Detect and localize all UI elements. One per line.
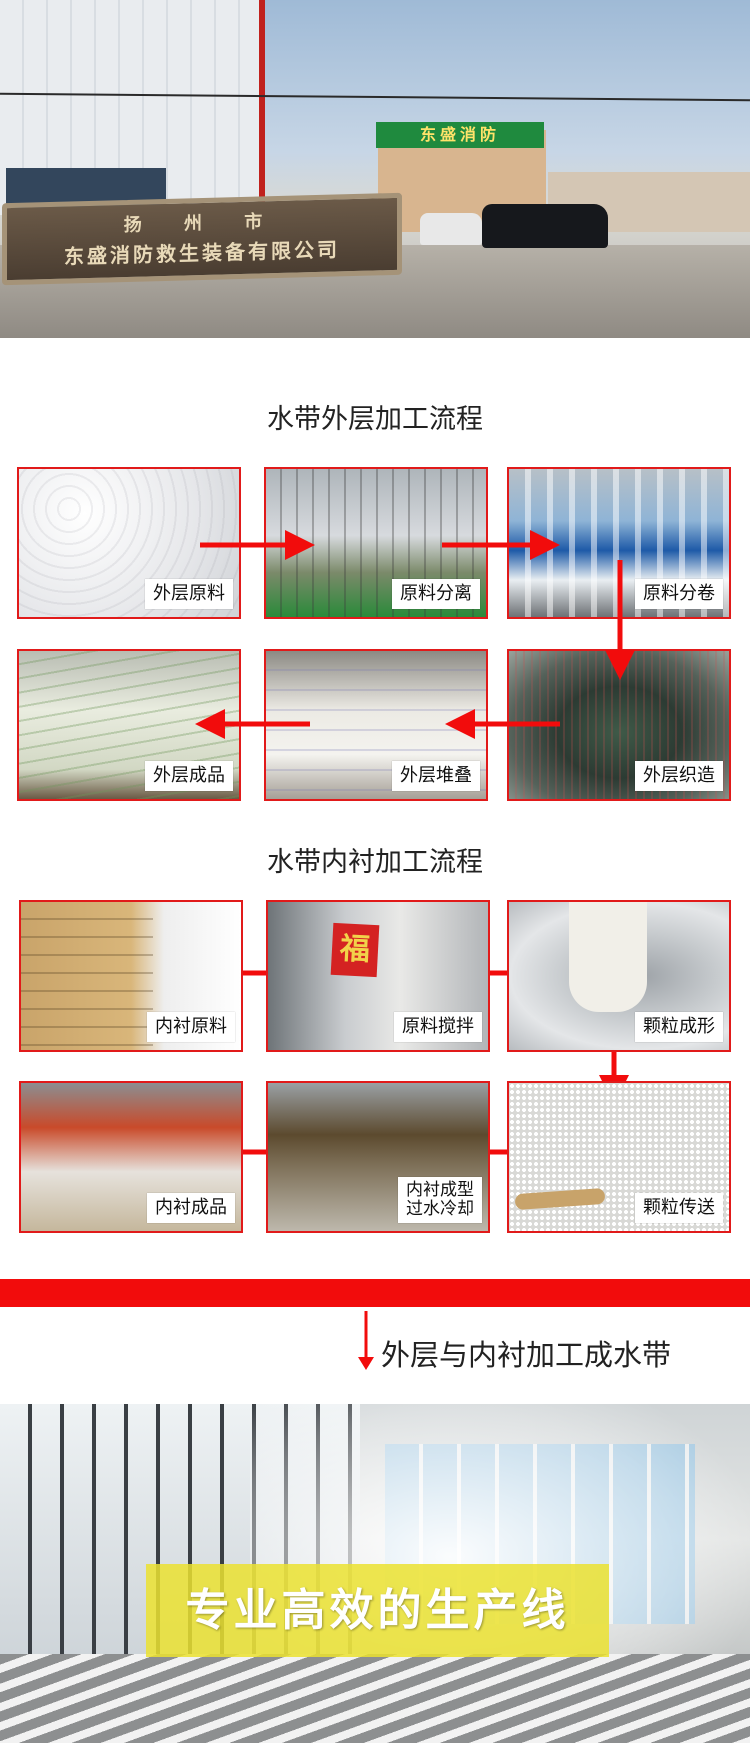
step-caption: 颗粒成形 — [635, 1012, 723, 1042]
factory-building-left — [0, 0, 265, 215]
inner-process-title: 水带内衬加工流程 — [267, 847, 483, 878]
step-caption: 颗粒传送 — [635, 1193, 723, 1223]
step-caption: 外层织造 — [635, 761, 723, 791]
arrow-down-final — [358, 1357, 374, 1370]
fu-character-sign: 福 — [330, 922, 380, 978]
black-van — [482, 204, 608, 248]
step-inner-forming-cooling: 内衬成型 过水冷却 — [266, 1081, 490, 1233]
step-inner-pellet-forming: 颗粒成形 — [507, 900, 731, 1052]
white-car — [420, 213, 482, 245]
step-inner-mixing: 福 原料搅拌 — [266, 900, 490, 1052]
step-inner-pellet-conveying: 颗粒传送 — [507, 1081, 731, 1233]
step-caption: 原料分卷 — [635, 579, 723, 609]
production-floor — [0, 1654, 750, 1743]
final-process-caption: 外层与内衬加工成水带 — [381, 1338, 672, 1372]
production-line-photo: 专业高效的生产线 — [0, 1404, 750, 1743]
step-caption: 内衬原料 — [147, 1012, 235, 1042]
outer-process-title: 水带外层加工流程 — [267, 404, 483, 435]
step-caption: 外层堆叠 — [392, 761, 480, 791]
step-inner-finished: 内衬成品 — [19, 1081, 243, 1233]
production-line-banner: 专业高效的生产线 — [146, 1564, 609, 1657]
divider-band — [0, 1279, 750, 1307]
factory-entrance-photo: 东盛消防 扬 州 市 东盛消防救生装备有限公司 — [0, 0, 750, 338]
step-outer-stacking: 外层堆叠 — [264, 649, 488, 801]
building-sign: 东盛消防 — [376, 122, 544, 148]
step-caption: 原料分离 — [392, 579, 480, 609]
step-inner-raw-material: 内衬原料 — [19, 900, 243, 1052]
step-caption: 外层原料 — [145, 579, 233, 609]
step-caption: 内衬成品 — [147, 1193, 235, 1223]
step-caption: 原料搅拌 — [394, 1012, 482, 1042]
step-caption: 内衬成型 过水冷却 — [398, 1177, 482, 1223]
step-caption: 外层成品 — [145, 761, 233, 791]
